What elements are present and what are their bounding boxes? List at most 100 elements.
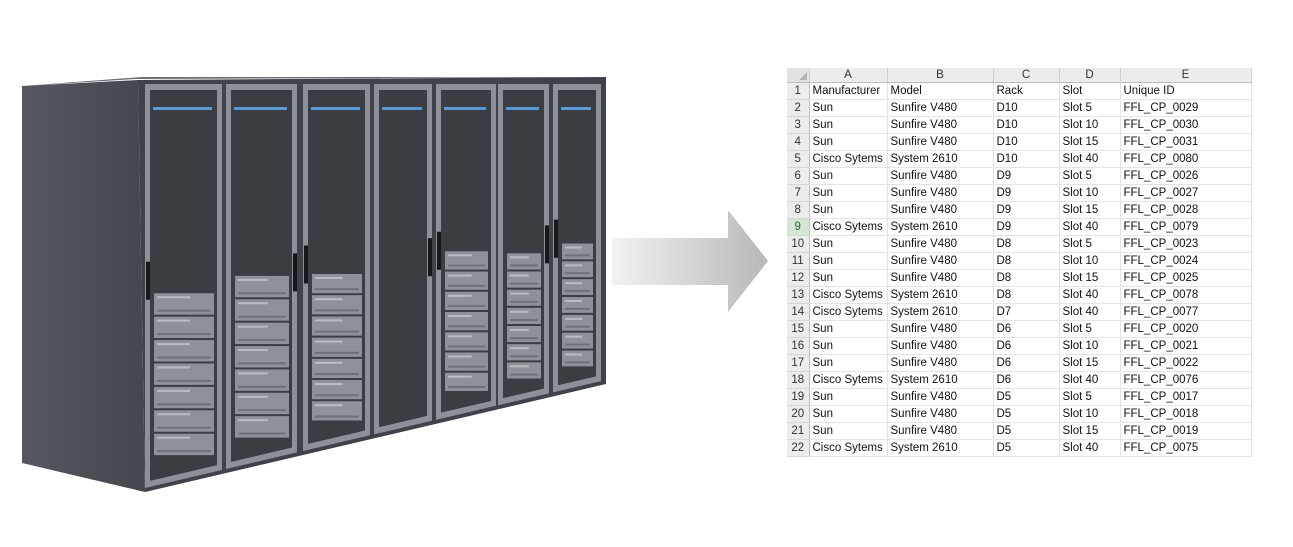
cell[interactable]: FFL_CP_0080 (1120, 150, 1252, 168)
cell[interactable]: Sunfire V480 (887, 167, 994, 185)
cell[interactable]: D10 (993, 99, 1060, 117)
cell[interactable]: Cisco Sytems (809, 150, 888, 168)
cell[interactable]: FFL_CP_0026 (1120, 167, 1252, 185)
cell[interactable]: Sun (809, 422, 888, 440)
cell[interactable]: System 2610 (887, 439, 994, 457)
cell[interactable]: FFL_CP_0024 (1120, 252, 1252, 270)
cell[interactable]: FFL_CP_0018 (1120, 405, 1252, 423)
cell[interactable]: D8 (993, 252, 1060, 270)
cell[interactable]: FFL_CP_0076 (1120, 371, 1252, 389)
cell[interactable]: Sunfire V480 (887, 252, 994, 270)
row-number[interactable]: 19 (787, 388, 810, 406)
cell[interactable]: Slot 5 (1059, 235, 1121, 253)
cell[interactable]: FFL_CP_0030 (1120, 116, 1252, 134)
cell[interactable]: Sunfire V480 (887, 354, 994, 372)
cell[interactable]: Sun (809, 252, 888, 270)
row-number[interactable]: 18 (787, 371, 810, 389)
cell[interactable]: D6 (993, 337, 1060, 355)
cell[interactable]: Sunfire V480 (887, 405, 994, 423)
cell[interactable]: D10 (993, 150, 1060, 168)
cell[interactable]: FFL_CP_0022 (1120, 354, 1252, 372)
cell[interactable]: System 2610 (887, 286, 994, 304)
cell[interactable]: Sun (809, 201, 888, 219)
cell[interactable]: FFL_CP_0031 (1120, 133, 1252, 151)
column-header-c[interactable]: C (993, 68, 1060, 83)
cell[interactable]: D5 (993, 422, 1060, 440)
cell[interactable]: Sunfire V480 (887, 99, 994, 117)
select-all-corner[interactable] (787, 68, 810, 83)
row-number[interactable]: 13 (787, 286, 810, 304)
cell[interactable]: Slot 40 (1059, 218, 1121, 236)
row-number[interactable]: 15 (787, 320, 810, 338)
cell[interactable]: System 2610 (887, 303, 994, 321)
row-number[interactable]: 5 (787, 150, 810, 168)
cell[interactable]: Sunfire V480 (887, 337, 994, 355)
cell[interactable]: FFL_CP_0075 (1120, 439, 1252, 457)
cell[interactable]: Slot 10 (1059, 184, 1121, 202)
row-number[interactable]: 21 (787, 422, 810, 440)
cell[interactable]: FFL_CP_0023 (1120, 235, 1252, 253)
cell[interactable]: D10 (993, 116, 1060, 134)
cell[interactable]: FFL_CP_0029 (1120, 99, 1252, 117)
cell[interactable]: Slot 15 (1059, 354, 1121, 372)
column-header-a[interactable]: A (809, 68, 888, 83)
column-header-d[interactable]: D (1059, 68, 1121, 83)
cell[interactable]: Slot 5 (1059, 320, 1121, 338)
row-number[interactable]: 3 (787, 116, 810, 134)
row-number[interactable]: 12 (787, 269, 810, 287)
row-number[interactable]: 9 (787, 218, 810, 236)
cell[interactable]: System 2610 (887, 371, 994, 389)
column-header-e[interactable]: E (1120, 68, 1252, 83)
cell[interactable]: Sunfire V480 (887, 320, 994, 338)
cell[interactable]: FFL_CP_0077 (1120, 303, 1252, 321)
cell[interactable]: D8 (993, 269, 1060, 287)
row-number[interactable]: 14 (787, 303, 810, 321)
row-number[interactable]: 2 (787, 99, 810, 117)
cell[interactable]: Cisco Sytems (809, 439, 888, 457)
cell[interactable]: Model (887, 82, 994, 100)
row-number[interactable]: 1 (787, 82, 810, 100)
cell[interactable]: Sun (809, 337, 888, 355)
cell[interactable]: Slot 5 (1059, 388, 1121, 406)
cell[interactable]: Slot 10 (1059, 116, 1121, 134)
cell[interactable]: Sun (809, 405, 888, 423)
cell[interactable]: Slot 5 (1059, 167, 1121, 185)
cell[interactable]: FFL_CP_0078 (1120, 286, 1252, 304)
cell[interactable]: D7 (993, 303, 1060, 321)
cell[interactable]: D5 (993, 439, 1060, 457)
cell[interactable]: Slot 40 (1059, 439, 1121, 457)
cell[interactable]: Slot 15 (1059, 133, 1121, 151)
cell[interactable]: Sun (809, 133, 888, 151)
cell[interactable]: D9 (993, 184, 1060, 202)
row-number[interactable]: 6 (787, 167, 810, 185)
cell[interactable]: D5 (993, 388, 1060, 406)
cell[interactable]: FFL_CP_0019 (1120, 422, 1252, 440)
cell[interactable]: Slot 40 (1059, 371, 1121, 389)
cell[interactable]: Slot 15 (1059, 422, 1121, 440)
row-number[interactable]: 4 (787, 133, 810, 151)
cell[interactable]: Rack (993, 82, 1060, 100)
cell[interactable]: D10 (993, 133, 1060, 151)
cell[interactable]: D6 (993, 354, 1060, 372)
row-number[interactable]: 22 (787, 439, 810, 457)
cell[interactable]: System 2610 (887, 218, 994, 236)
cell[interactable]: Sunfire V480 (887, 184, 994, 202)
cell[interactable]: Sun (809, 116, 888, 134)
cell[interactable]: Slot 10 (1059, 405, 1121, 423)
cell[interactable]: D8 (993, 235, 1060, 253)
cell[interactable]: Sun (809, 184, 888, 202)
cell[interactable]: Slot 10 (1059, 252, 1121, 270)
row-number[interactable]: 11 (787, 252, 810, 270)
cell[interactable]: D9 (993, 218, 1060, 236)
cell[interactable]: D6 (993, 371, 1060, 389)
cell[interactable]: Sun (809, 269, 888, 287)
cell[interactable]: FFL_CP_0079 (1120, 218, 1252, 236)
cell[interactable]: Slot 5 (1059, 99, 1121, 117)
column-header-b[interactable]: B (887, 68, 994, 83)
cell[interactable]: Sun (809, 235, 888, 253)
cell[interactable]: Sunfire V480 (887, 116, 994, 134)
cell[interactable]: Sun (809, 388, 888, 406)
cell[interactable]: Sunfire V480 (887, 422, 994, 440)
cell[interactable]: Cisco Sytems (809, 218, 888, 236)
cell[interactable]: Sunfire V480 (887, 133, 994, 151)
